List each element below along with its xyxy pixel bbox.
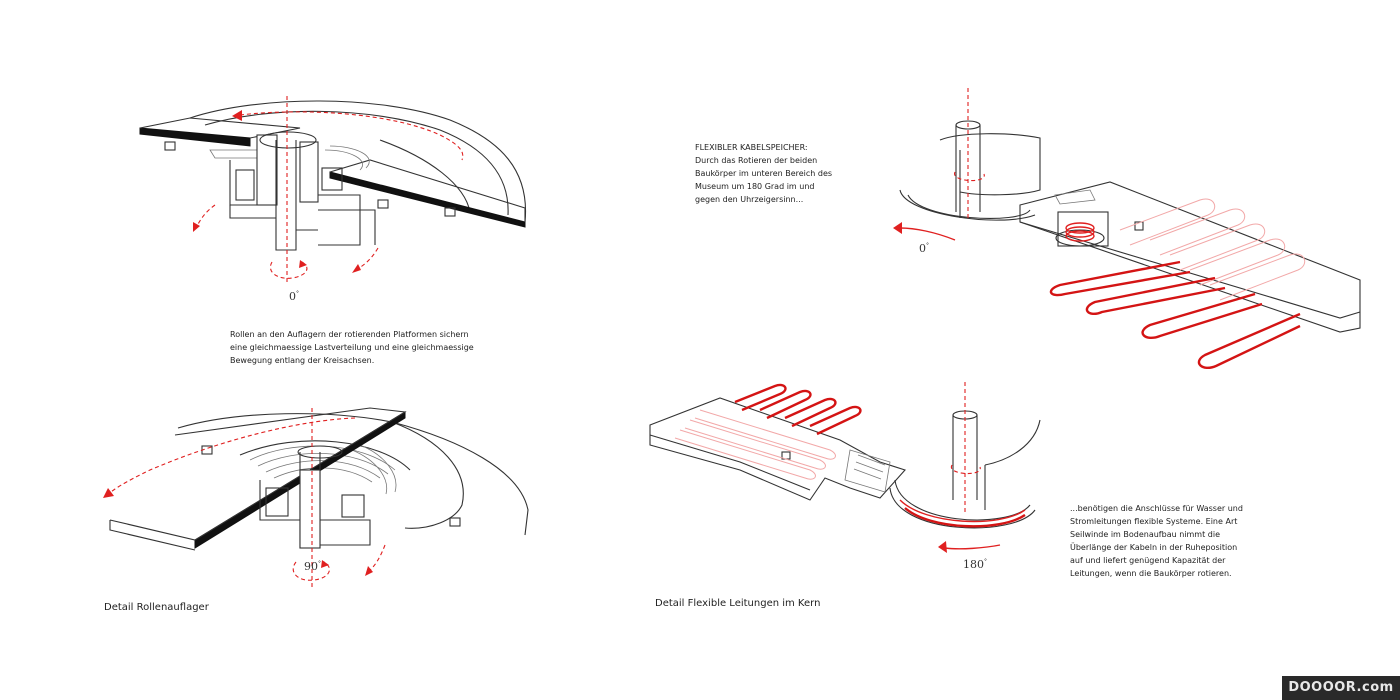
angle-label-0-left: 0°	[289, 290, 299, 303]
note-line: Museum um 180 Grad im und	[695, 182, 815, 191]
note-line: Durch das Rotieren der beiden	[695, 156, 818, 165]
angle-value: 90	[304, 560, 318, 573]
note-line: ...benötigen die Anschlüsse für Wasser u…	[1070, 504, 1243, 513]
degree-symbol: °	[296, 290, 299, 298]
note-line: Stromleitungen flexible Systeme. Eine Ar…	[1070, 517, 1238, 526]
note-line: Seilwinde im Bodenaufbau nimmt die	[1070, 530, 1220, 539]
roller-bearing-drawing-0deg	[139, 96, 527, 285]
degree-symbol: °	[318, 560, 321, 568]
angle-value: 180	[963, 558, 984, 571]
angle-value: 0	[289, 290, 296, 303]
note-line: auf und liefert genügend Kapazität der	[1070, 556, 1226, 565]
roller-description: Rollen an den Auflagern der rotierenden …	[230, 328, 474, 367]
angle-label-180: 180°	[963, 558, 987, 571]
note-line: Leitungen, wenn die Baukörper rotieren.	[1070, 569, 1232, 578]
angle-label-0-right: 0°	[919, 242, 929, 255]
flex-cable-note: FLEXIBLER KABELSPEICHER: Durch das Rotie…	[695, 141, 832, 206]
note-line: FLEXIBLER KABELSPEICHER:	[695, 143, 808, 152]
caption-flexible-cables: Detail Flexible Leitungen im Kern	[655, 598, 821, 609]
note-line: gegen den Uhrzeigersinn...	[695, 195, 804, 204]
description-line: Bewegung entlang der Kreisachsen.	[230, 356, 375, 365]
cable-storage-drawing-180deg	[649, 382, 1041, 553]
note-line: Überlänge der Kabeln in der Ruheposition	[1070, 543, 1238, 552]
cable-storage-drawing-0deg	[893, 88, 1361, 369]
degree-symbol: °	[926, 242, 929, 250]
angle-label-90: 90°	[304, 560, 321, 573]
angle-value: 0	[919, 242, 926, 255]
roller-bearing-drawing-90deg	[103, 407, 529, 590]
degree-symbol: °	[984, 558, 987, 566]
description-line: eine gleichmaessige Lastverteilung und e…	[230, 343, 474, 352]
description-line: Rollen an den Auflagern der rotierenden …	[230, 330, 469, 339]
note-line: Baukörper im unteren Bereich des	[695, 169, 833, 178]
connections-note: ...benötigen die Anschlüsse für Wasser u…	[1070, 502, 1243, 580]
watermark-logo: DOOOOR.com	[1282, 676, 1400, 700]
caption-roller-bearing: Detail Rollenauflager	[104, 602, 209, 613]
